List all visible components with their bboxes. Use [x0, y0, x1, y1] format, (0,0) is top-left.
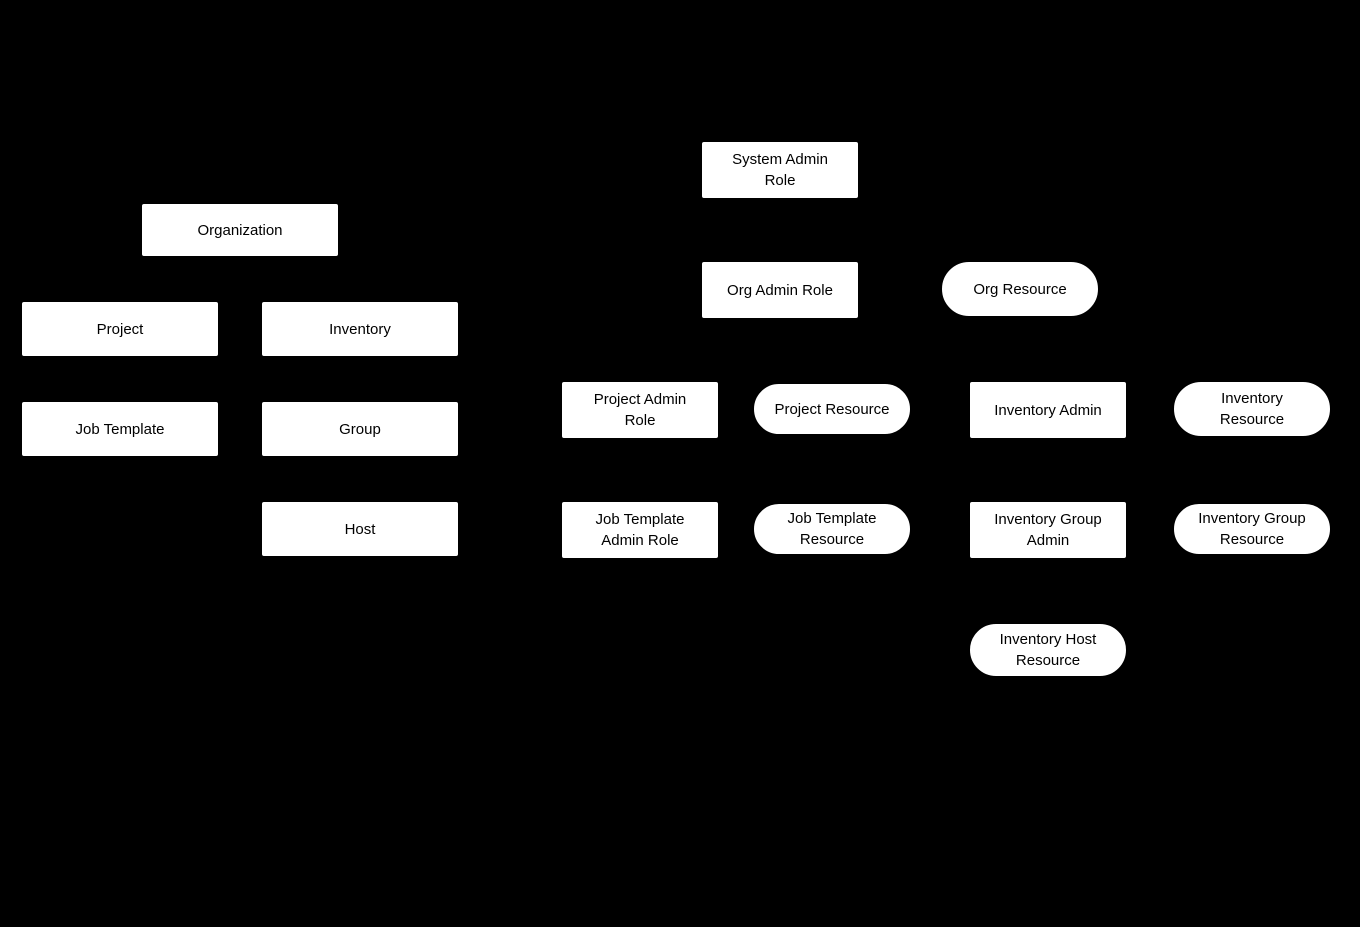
node-inventory-resource: Inventory Resource [1173, 381, 1331, 437]
node-inventory-group-resource: Inventory Group Resource [1173, 503, 1331, 555]
node-project-admin-role: Project Admin Role [561, 381, 719, 439]
node-host: Host [261, 501, 459, 557]
node-inventory-group-admin: Inventory Group Admin [969, 501, 1127, 559]
node-inventory-admin: Inventory Admin [969, 381, 1127, 439]
node-job-template-admin-role: Job Template Admin Role [561, 501, 719, 559]
node-project: Project [21, 301, 219, 357]
node-group: Group [261, 401, 459, 457]
node-job-template-resource: Job Template Resource [753, 503, 911, 555]
node-job-template: Job Template [21, 401, 219, 457]
node-system-admin-role: System Admin Role [701, 141, 859, 199]
node-inventory: Inventory [261, 301, 459, 357]
node-org-admin-role: Org Admin Role [701, 261, 859, 319]
node-organization: Organization [141, 203, 339, 257]
node-org-resource: Org Resource [941, 261, 1099, 317]
node-project-resource: Project Resource [753, 383, 911, 435]
node-inventory-host-resource: Inventory Host Resource [969, 623, 1127, 677]
